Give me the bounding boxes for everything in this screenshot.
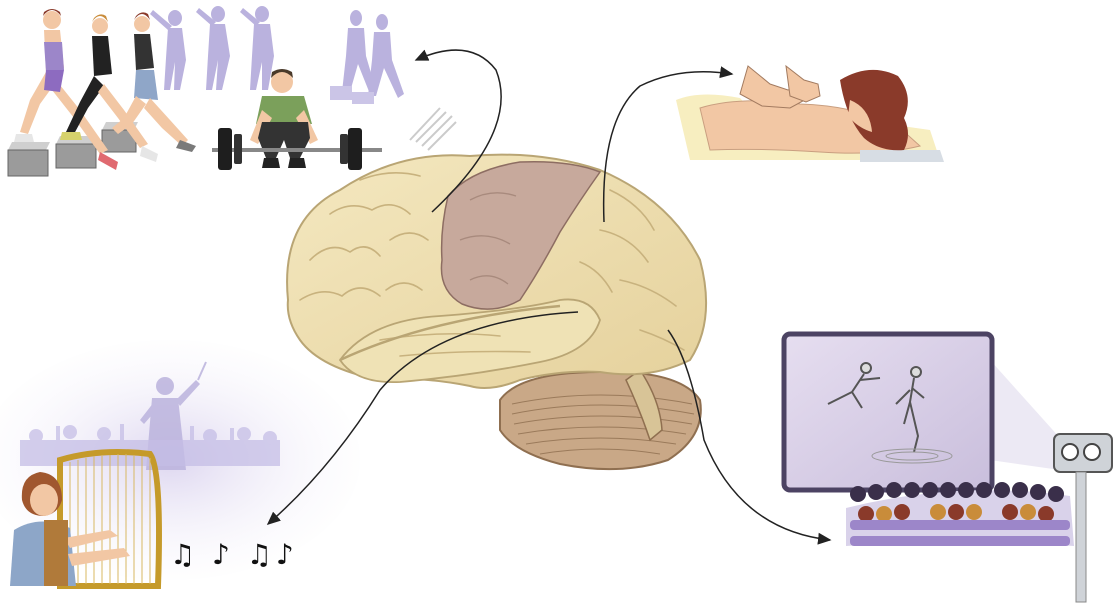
cinema-scene <box>784 334 1112 602</box>
movie-screen <box>784 334 992 490</box>
motion-smudge <box>410 108 456 150</box>
music-notes-icon: ♫ ♪ ♫♪ <box>170 538 298 571</box>
exercise-scene <box>8 6 456 176</box>
weightlifter-icon <box>212 69 382 170</box>
walking-figures-icon <box>330 10 404 104</box>
massage-scene <box>676 66 944 162</box>
movie-audience-icon <box>846 482 1074 546</box>
stretching-figures-icon <box>150 6 274 90</box>
